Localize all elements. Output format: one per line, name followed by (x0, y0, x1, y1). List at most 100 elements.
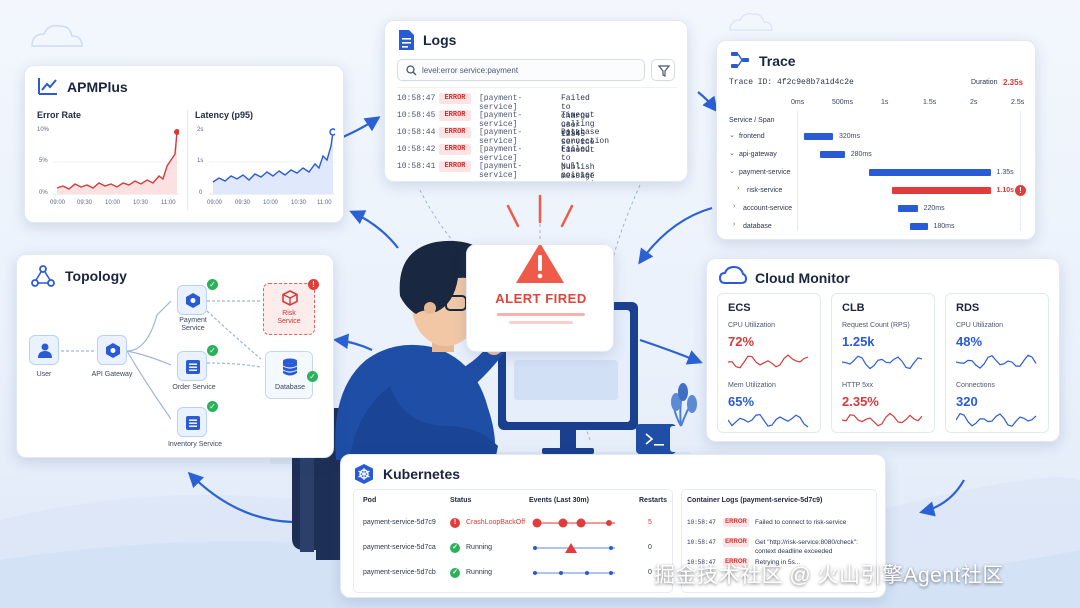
axis-tick-4: 2s (970, 99, 978, 106)
span-bar[interactable] (897, 205, 918, 212)
span-name[interactable]: payment-service (739, 169, 791, 176)
log-search-input[interactable]: level:error service:payment (397, 59, 645, 81)
payment-service-node[interactable] (177, 285, 207, 315)
cloud-monitor-title: Cloud Monitor (755, 270, 850, 286)
chart-line-icon (38, 78, 57, 95)
latency-ytick-top: 2s (197, 127, 204, 133)
logs-title: Logs (423, 32, 457, 48)
log-level-badge: ERROR (439, 127, 471, 138)
list-icon (186, 360, 200, 374)
pod-status: CrashLoopBackOff (466, 519, 526, 526)
restarts-column-header: Restarts (639, 497, 668, 504)
trace-title: Trace (759, 53, 796, 69)
span-chevron-icon[interactable]: ⌄ (729, 168, 735, 175)
span-name[interactable]: database (743, 223, 772, 230)
span-name[interactable]: frontend (739, 133, 765, 140)
axis-tick-2: 1s (881, 99, 889, 106)
log-message: Failed to charge user 12345 (561, 94, 590, 139)
error-ytick-top: 10% (37, 127, 50, 133)
container-log-level: ERROR (723, 558, 749, 567)
api-gateway-node[interactable] (97, 335, 127, 365)
order-service-node[interactable] (177, 351, 207, 381)
metric-label: Mem Utilization (728, 382, 776, 389)
database-label: Database (275, 384, 305, 391)
log-message: Null pointer exception (561, 162, 604, 181)
alert-fired-panel: ALERT FIRED (466, 244, 614, 352)
metric-value: 72% (728, 334, 755, 349)
pod-name[interactable]: payment-service-5d7cb (363, 569, 436, 576)
check-status-icon: ✓ (450, 568, 460, 578)
span-chevron-icon[interactable]: › (733, 203, 736, 210)
risk-label-line2: Service (277, 318, 301, 325)
metric-box-title: RDS (956, 302, 980, 314)
pod-restarts: 0 (648, 569, 652, 576)
hexagon-icon (186, 293, 200, 308)
latency-xtick-4: 11:00 (317, 200, 332, 206)
error-xtick-4: 11:00 (161, 200, 176, 206)
metric-value: 48% (956, 334, 983, 349)
container-log-message: Failed to connect to risk-service (755, 519, 847, 526)
span-bar-error[interactable] (891, 187, 991, 194)
span-bar[interactable] (804, 133, 833, 140)
log-message: Database connection timeout (561, 128, 610, 155)
span-bar[interactable] (819, 151, 845, 158)
error-icon: ! (1015, 185, 1026, 196)
document-icon (399, 30, 414, 50)
span-name[interactable]: risk-service (747, 187, 783, 194)
error-xtick-1: 09:30 (77, 200, 93, 206)
span-chevron-icon[interactable]: ⌄ (729, 132, 735, 139)
metric-sparkline (727, 408, 812, 435)
kubernetes-helm-icon (355, 464, 373, 484)
span-chevron-icon[interactable]: ⌄ (729, 150, 735, 157)
log-time: 10:58:42 (397, 145, 436, 154)
metric-box-ecs[interactable]: ECS CPU Utilization 72% Mem Utilization … (717, 293, 821, 433)
alert-fired-label: ALERT FIRED (495, 291, 587, 306)
user-node[interactable] (29, 335, 59, 365)
log-level-badge: ERROR (439, 110, 471, 121)
container-log-time: 10:58:47 (687, 539, 716, 546)
log-service: [payment-service] (479, 94, 523, 112)
span-chevron-icon[interactable]: › (733, 221, 736, 228)
latency-xtick-3: 10:30 (291, 200, 307, 206)
span-duration: 280ms (850, 151, 872, 158)
span-bar[interactable] (869, 169, 991, 176)
topology-panel: Topology User API Gateway ✓ Payment Serv… (16, 254, 334, 458)
topology-edges (61, 300, 262, 420)
pod-name[interactable]: payment-service-5d7ca (363, 544, 436, 551)
span-column-label: Service / Span (729, 117, 775, 124)
log-time: 10:58:47 (397, 94, 436, 103)
user-icon (38, 343, 52, 358)
span-name[interactable]: api-gateway (739, 151, 777, 158)
latency-ytick-bottom: 0 (199, 190, 203, 196)
metric-value: 2.35% (842, 394, 879, 409)
pod-name[interactable]: payment-service-5d7c9 (363, 519, 436, 526)
trace-flow-icon (731, 52, 749, 68)
metric-label: CPU Utilization (956, 322, 1004, 329)
container-log-level: ERROR (723, 538, 749, 547)
error-ytick-mid: 5% (39, 158, 48, 164)
span-chevron-icon[interactable]: › (737, 185, 740, 192)
metric-box-clb[interactable]: CLB Request Count (RPS) 1.25k HTTP 5xx 2… (831, 293, 935, 433)
watermark-text: 掘金技术社区 @ 火山引擎Agent社区 (654, 564, 1004, 587)
list-icon (186, 416, 200, 430)
log-divider (397, 87, 677, 88)
events-timeline (533, 571, 615, 575)
log-level-badge: ERROR (439, 161, 471, 172)
filter-button[interactable] (651, 59, 675, 81)
search-icon (406, 65, 417, 76)
span-name[interactable]: account-service (743, 205, 793, 212)
metric-box-rds[interactable]: RDS CPU Utilization 48% Connections 320 (945, 293, 1049, 433)
log-time: 10:58:41 (397, 162, 436, 171)
metric-label: CPU Utilization (728, 322, 776, 329)
span-bar[interactable] (909, 223, 928, 230)
risk-service-node[interactable]: Risk Service (263, 283, 315, 335)
metric-sparkline (841, 408, 926, 435)
alert-line (497, 313, 585, 316)
metric-label: Request Count (RPS) (842, 322, 910, 329)
inventory-service-node[interactable] (177, 407, 207, 437)
container-log-level: ERROR (723, 518, 749, 527)
axis-tick-0: 0ms (791, 99, 805, 106)
log-level-badge: ERROR (439, 144, 471, 155)
trace-grid (797, 111, 1021, 231)
